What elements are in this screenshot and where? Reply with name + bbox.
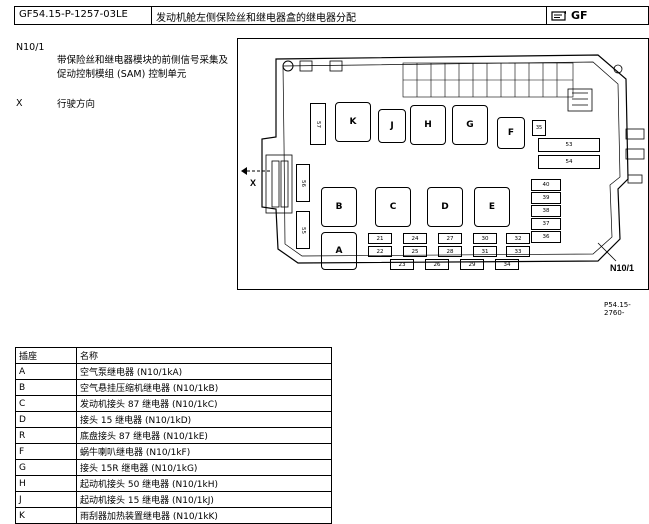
relay-d: D	[427, 187, 463, 227]
document-header: GF54.15-P-1257-03LE 发动机舱左侧保险丝和继电器盒的继电器分配…	[14, 6, 649, 25]
relay-b: B	[321, 187, 357, 227]
fuse-26: 26	[425, 259, 449, 270]
figure-reference: P54.15-2760-	[604, 301, 631, 317]
relay-g: G	[452, 105, 488, 145]
socket-cell: C	[15, 395, 77, 412]
legend-code: N10/1	[16, 42, 45, 53]
fuse-22: 22	[368, 246, 392, 257]
fuse-box-diagram: X K J H G F B C D E A 57 56 55 53 54 35 …	[237, 38, 649, 290]
fuse-29: 29	[460, 259, 484, 270]
relay-c: C	[375, 187, 411, 227]
fuse-37: 37	[531, 218, 561, 230]
legend-desc: 带保险丝和继电器模块的前侧信号采集及促动控制模组 (SAM) 控制单元	[57, 55, 229, 80]
fuse-30: 30	[473, 233, 497, 244]
column-header-name: 名称	[76, 347, 332, 364]
relay-e: E	[474, 187, 510, 227]
fuse-31: 31	[473, 246, 497, 257]
fuse-33: 33	[506, 246, 530, 257]
name-cell: 蜗牛喇叭继电器 (N10/1kF)	[76, 443, 332, 460]
name-cell: 接头 15 继电器 (N10/1kD)	[76, 411, 332, 428]
connector-54: 54	[538, 155, 600, 169]
table-header-row: 插座 名称	[15, 347, 332, 364]
notepad-icon	[551, 10, 566, 21]
name-cell: 空气泵继电器 (N10/1kA)	[76, 363, 332, 380]
socket-cell: F	[15, 443, 77, 460]
fuse-34: 34	[495, 259, 519, 270]
fuse-28: 28	[438, 246, 462, 257]
doc-tag: GF	[571, 9, 588, 22]
name-cell: 起动机接头 15 继电器 (N10/1kJ)	[76, 491, 332, 508]
name-cell: 空气悬挂压缩机继电器 (N10/1kB)	[76, 379, 332, 396]
fuse-36: 36	[531, 231, 561, 243]
column-header-socket: 插座	[15, 347, 77, 364]
leader-line	[597, 242, 617, 262]
doc-tag-cell: GF	[547, 7, 648, 24]
socket-cell: D	[15, 411, 77, 428]
fuse-25: 25	[403, 246, 427, 257]
doc-id: GF54.15-P-1257-03LE	[15, 7, 152, 24]
fuse-32: 32	[506, 233, 530, 244]
direction-arrow-icon	[241, 167, 270, 175]
relay-h: H	[410, 105, 446, 145]
relay-j: J	[378, 109, 406, 143]
connector-57: 57	[310, 103, 326, 145]
socket-cell: R	[15, 427, 77, 444]
name-cell: 雨刮器加热装置继电器 (N10/1kK)	[76, 507, 332, 524]
socket-cell: G	[15, 459, 77, 476]
relay-f: F	[497, 117, 525, 149]
fuse-38: 38	[531, 205, 561, 217]
connector-56: 56	[296, 164, 310, 202]
connector-53: 53	[538, 138, 600, 152]
fuse-21: 21	[368, 233, 392, 244]
legend-desc: 行驶方向	[57, 99, 96, 110]
socket-cell: A	[15, 363, 77, 380]
socket-cell: J	[15, 491, 77, 508]
socket-cell: B	[15, 379, 77, 396]
name-cell: 接头 15R 继电器 (N10/1kG)	[76, 459, 332, 476]
name-cell: 起动机接头 50 继电器 (N10/1kH)	[76, 475, 332, 492]
fuse-40: 40	[531, 179, 561, 191]
connector-55: 55	[296, 211, 310, 249]
fuse-23: 23	[390, 259, 414, 270]
relay-k: K	[335, 102, 371, 142]
legend-code: X	[16, 98, 23, 109]
name-cell: 发动机接头 87 继电器 (N10/1kC)	[76, 395, 332, 412]
direction-label: X	[250, 178, 257, 188]
fuse-39: 39	[531, 192, 561, 204]
fuse-27: 27	[438, 233, 462, 244]
socket-cell: H	[15, 475, 77, 492]
fuse-24: 24	[403, 233, 427, 244]
doc-title: 发动机舱左侧保险丝和继电器盒的继电器分配	[152, 7, 547, 24]
socket-cell: K	[15, 507, 77, 524]
name-cell: 底盘接头 87 继电器 (N10/1kE)	[76, 427, 332, 444]
component-label: N10/1	[610, 263, 635, 273]
relay-a: A	[321, 232, 357, 270]
connector-35: 35	[532, 120, 546, 136]
